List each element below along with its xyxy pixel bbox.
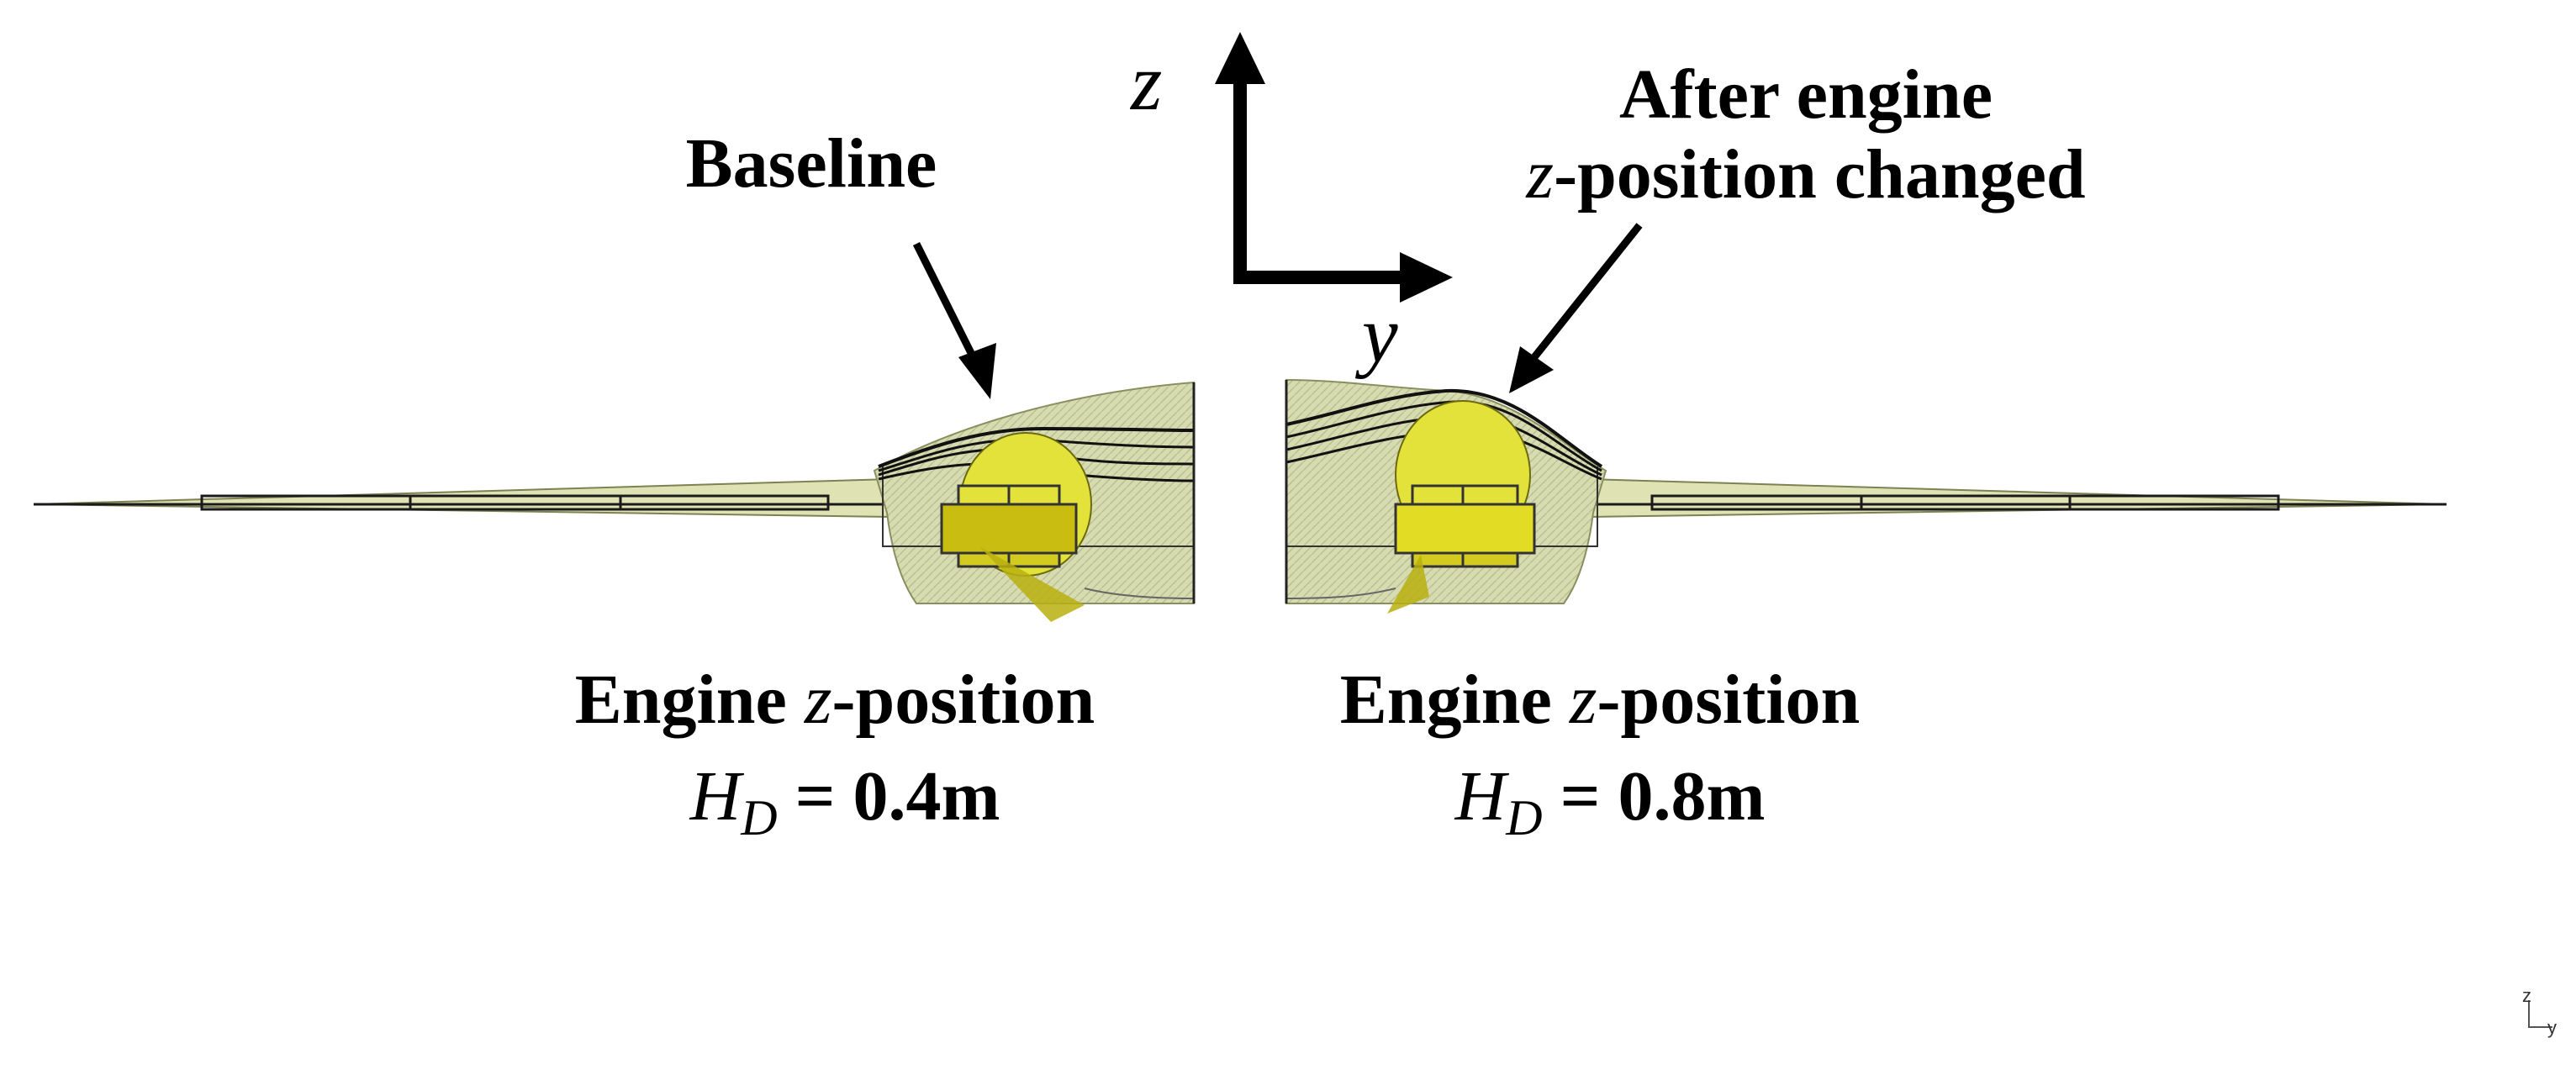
left-control-surface <box>200 494 830 511</box>
left-wing-baseline <box>33 381 1196 622</box>
left-engine <box>940 432 1092 622</box>
changed-label-rest: -position changed <box>1554 135 2085 213</box>
changed-arrowhead <box>1509 346 1554 393</box>
right-caption-hd: HD = 0.8m <box>1454 757 1766 846</box>
right-control-surface <box>1650 494 2280 511</box>
left-caption-line1: Engine z-position <box>575 661 1095 739</box>
changed-label-line1: After engine <box>1619 55 1993 134</box>
baseline-arrowhead <box>958 343 996 399</box>
right-caption-line1: Engine z-position <box>1340 661 1861 739</box>
right-wing-span <box>1588 477 2447 519</box>
left-wing-span <box>33 477 892 519</box>
right-engine <box>1387 400 1536 614</box>
baseline-callout: Baseline <box>686 124 996 399</box>
y-axis-label: y <box>1354 289 1398 379</box>
changed-label-var: z <box>1525 135 1554 213</box>
axis-indicator: z y <box>1129 32 1453 379</box>
z-axis-label: z <box>1129 37 1162 127</box>
corner-axis-triad: z y <box>2522 985 2557 1038</box>
right-caption: Engine z-position HD = 0.8m <box>1340 661 1861 846</box>
left-caption: Engine z-position HD = 0.4m <box>575 661 1095 846</box>
right-wing-changed <box>1285 378 2447 614</box>
corner-y-label: y <box>2547 1017 2557 1038</box>
changed-callout: After engine z-position changed <box>1509 55 2086 393</box>
baseline-label: Baseline <box>686 124 937 203</box>
changed-label-line2: z-position changed <box>1525 135 2085 213</box>
corner-z-label: z <box>2522 985 2531 1006</box>
left-caption-hd: HD = 0.4m <box>689 757 1000 846</box>
